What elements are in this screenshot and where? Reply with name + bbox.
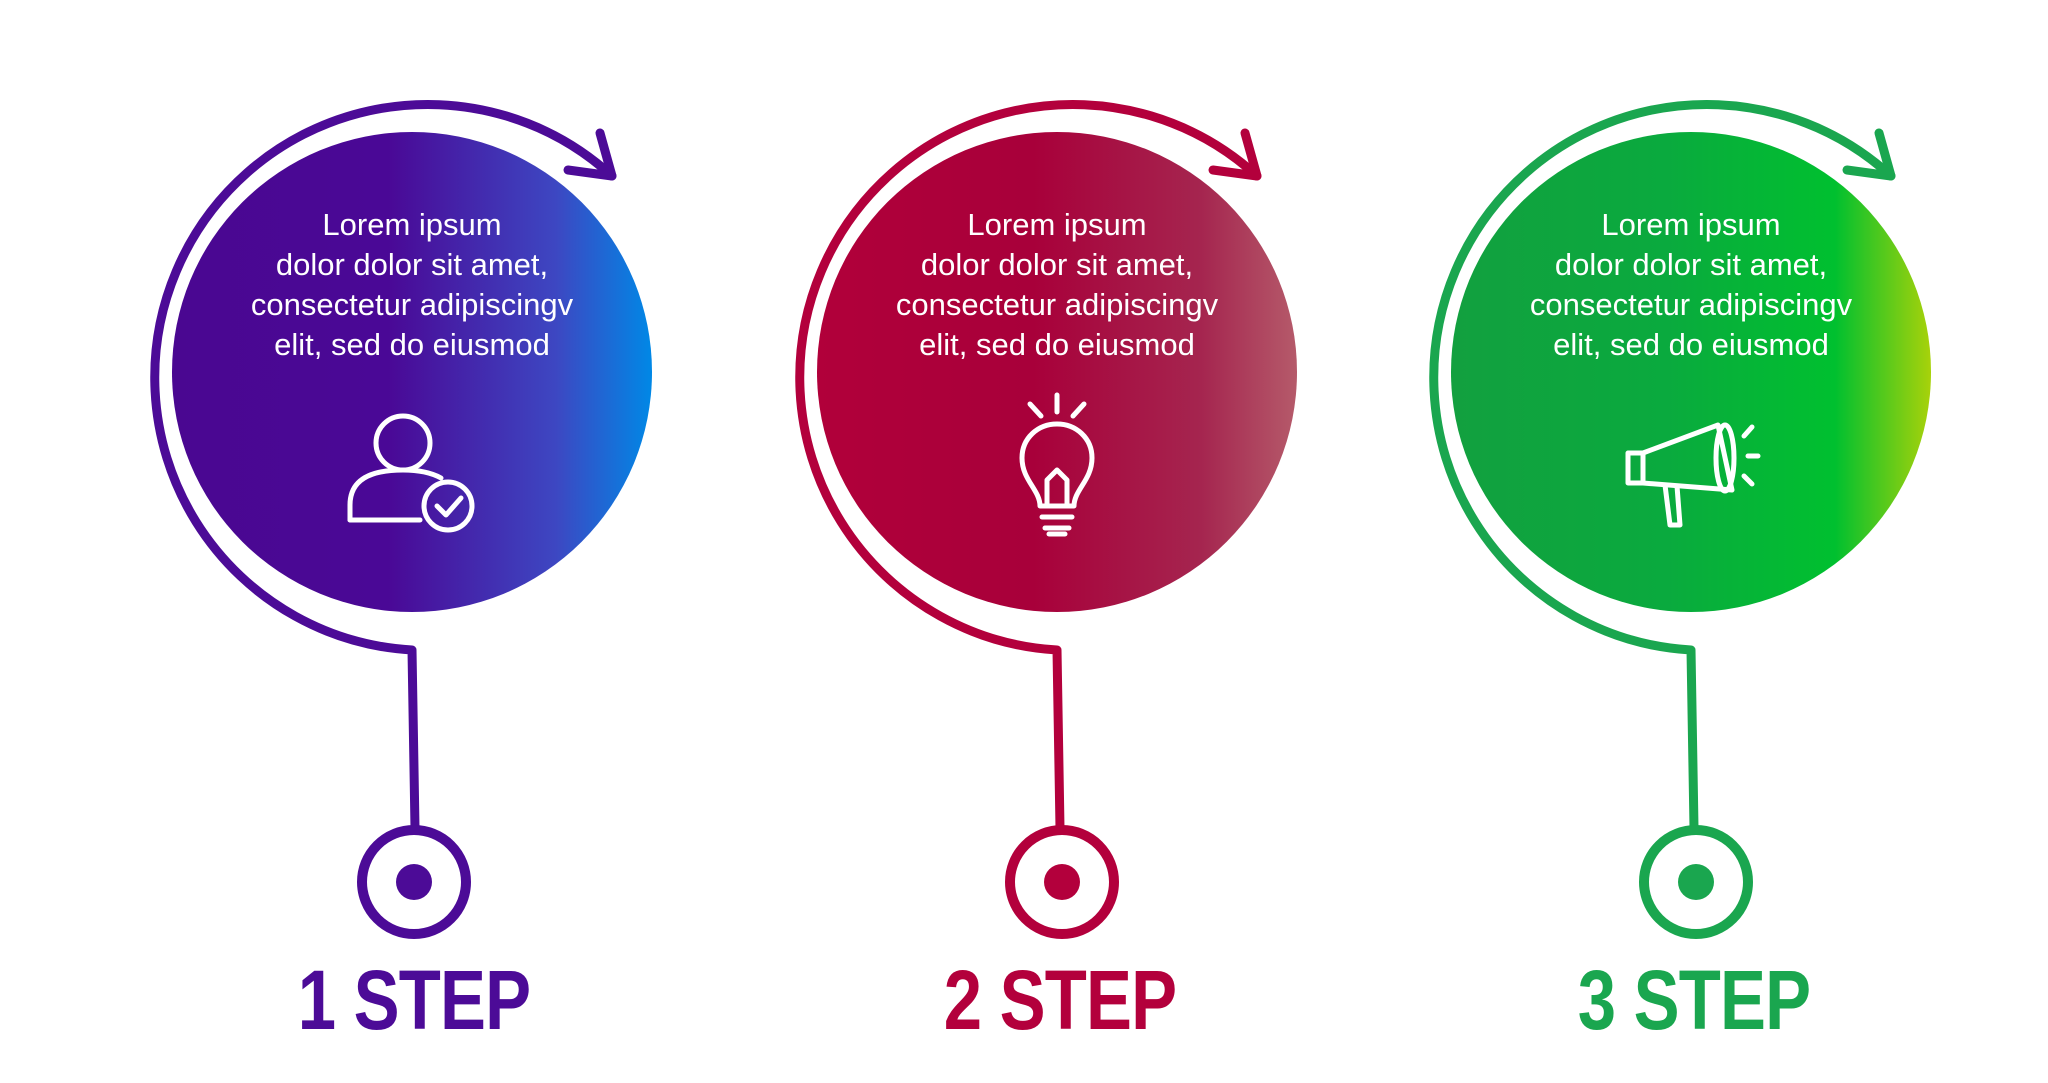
step-3-circle bbox=[1451, 132, 1931, 612]
step-3-line-1: Lorem ipsum bbox=[1601, 207, 1781, 242]
step-1 bbox=[150, 99, 652, 939]
user-check-icon bbox=[347, 413, 475, 533]
step-3-description: Lorem ipsum dolor dolor sit amet, consec… bbox=[1481, 205, 1901, 365]
step-2-node-dot bbox=[1044, 864, 1080, 900]
step-3-line-2: dolor dolor sit amet, bbox=[1554, 247, 1828, 282]
step-1-line-4: elit, sed do eiusmod bbox=[274, 327, 550, 362]
step-3-arrowhead bbox=[1842, 128, 1896, 181]
step-2-arc-arrow bbox=[795, 99, 1262, 833]
step-1-description: Lorem ipsum dolor dolor sit amet, consec… bbox=[202, 205, 622, 365]
step-2-label: 2 STEP bbox=[943, 953, 1177, 1047]
step-2-arrowhead bbox=[1208, 128, 1262, 181]
step-1-line-3: consectetur adipiscingv bbox=[250, 287, 574, 322]
step-2-description: Lorem ipsum dolor dolor sit amet, consec… bbox=[847, 205, 1267, 365]
step-2-circle bbox=[817, 132, 1297, 612]
lightbulb-icon bbox=[1019, 392, 1095, 537]
step-3 bbox=[1429, 99, 1931, 939]
step-1-label: 1 STEP bbox=[297, 953, 531, 1047]
step-1-arc-arrow bbox=[150, 99, 617, 833]
step-1-node-dot bbox=[396, 864, 432, 900]
step-2-line-2: dolor dolor sit amet, bbox=[920, 247, 1194, 282]
step-3-node-dot bbox=[1678, 864, 1714, 900]
step-2-line-4: elit, sed do eiusmod bbox=[919, 327, 1195, 362]
step-3-arc-arrow bbox=[1429, 99, 1896, 833]
step-3-label: 3 STEP bbox=[1577, 953, 1811, 1047]
step-2-line-3: consectetur adipiscingv bbox=[895, 287, 1219, 322]
step-1-circle bbox=[172, 132, 652, 612]
step-2-line-1: Lorem ipsum bbox=[967, 207, 1147, 242]
step-3-line-4: elit, sed do eiusmod bbox=[1553, 327, 1829, 362]
megaphone-icon bbox=[1625, 422, 1761, 528]
step-1-arrowhead bbox=[563, 128, 617, 181]
step-1-line-1: Lorem ipsum bbox=[322, 207, 502, 242]
step-3-line-3: consectetur adipiscingv bbox=[1529, 287, 1853, 322]
step-2 bbox=[795, 99, 1297, 939]
step-1-line-2: dolor dolor sit amet, bbox=[275, 247, 549, 282]
